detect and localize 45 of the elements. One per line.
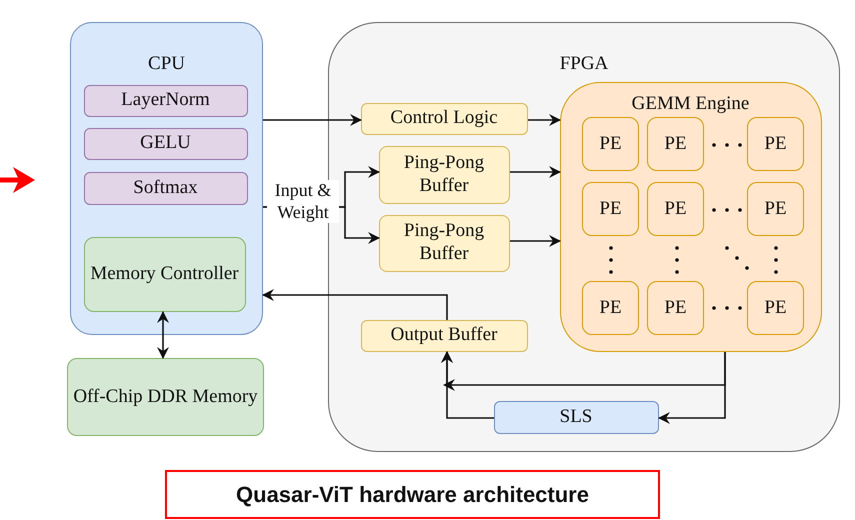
node-label: Off-Chip DDR Memory [73, 384, 258, 409]
heading: GEMM Engine [632, 92, 750, 116]
caption: Quasar-ViT hardware architecture [236, 482, 589, 508]
pe-box [582, 281, 639, 335]
heading: FPGA [560, 53, 608, 76]
node-label: Control Logic [390, 107, 498, 130]
node-label: PE [664, 132, 687, 156]
node-label: GELU [140, 132, 191, 155]
pe-box [582, 182, 639, 236]
edge-label: Input & Weight [267, 180, 339, 224]
function-box [84, 172, 248, 204]
process-box [360, 102, 528, 134]
node-label: LayerNorm [121, 89, 210, 112]
node-label: PE [599, 296, 622, 320]
heading: CPU [148, 53, 185, 76]
node-label: Memory Controller [90, 262, 239, 286]
node-label: PE [599, 198, 622, 220]
node-label: PE [764, 132, 787, 156]
node-label: SLS [560, 406, 592, 428]
pe-box [647, 182, 704, 236]
node-label: PE [664, 296, 687, 320]
node-label: PE [599, 132, 622, 156]
process-box [378, 146, 510, 204]
gemm-engine-container [560, 82, 822, 352]
node-label: Softmax [133, 176, 198, 200]
node-label: Ping-Pong Buffer [402, 220, 486, 266]
process-box [378, 214, 510, 272]
node-label: PE [764, 198, 787, 220]
pe-box [582, 117, 639, 171]
process-box [494, 400, 658, 434]
function-box [84, 128, 248, 160]
node-label: PE [764, 296, 787, 320]
pe-box [647, 281, 704, 335]
pe-box [747, 117, 804, 171]
pe-box [747, 281, 804, 335]
memory-box [67, 358, 264, 436]
process-box [360, 320, 528, 352]
cpu-container [70, 22, 263, 335]
memory-controller-box [84, 236, 246, 312]
pe-box [647, 117, 704, 171]
function-box [84, 84, 248, 116]
node-label: Ping-Pong Buffer [402, 152, 486, 198]
pe-box [747, 182, 804, 236]
node-label: Output Buffer [390, 324, 498, 347]
node-label: PE [664, 198, 687, 220]
